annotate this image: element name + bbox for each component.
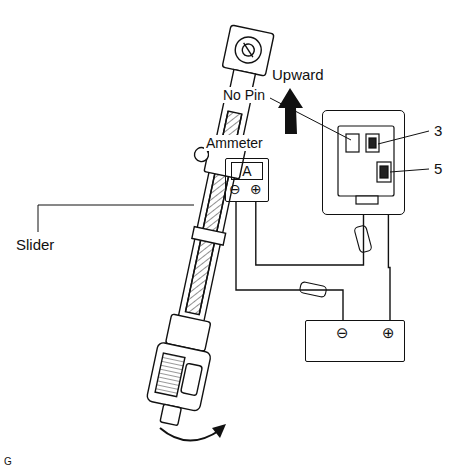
pin-number: 3 — [434, 122, 442, 139]
ammeter-symbol: A — [231, 162, 263, 180]
pin-number: 5 — [434, 160, 442, 177]
rotation-arrowhead — [212, 424, 226, 438]
rotation-arrow — [160, 428, 220, 441]
direction-label: Upward — [272, 66, 324, 83]
ammeter-label: Ammeter — [204, 135, 265, 151]
terminal-sign: ⊖ — [229, 181, 241, 197]
battery-box: ⊖⊕ — [305, 320, 405, 362]
terminal-sign: ⊖ — [336, 324, 349, 341]
figure-code: G — [4, 456, 12, 468]
connector-housing: No Pin — [322, 110, 405, 215]
connector-label: No Pin — [221, 87, 267, 103]
leader-line — [38, 205, 194, 232]
ammeter-box: AmmeterA⊖⊕ — [225, 158, 269, 202]
leader-line — [390, 169, 429, 172]
terminal-sign: ⊕ — [382, 324, 395, 341]
wire — [256, 202, 364, 265]
probe-clip — [299, 225, 372, 298]
upward-arrow — [278, 88, 303, 134]
wire — [236, 202, 343, 320]
part-label: Slider — [16, 236, 54, 253]
leader-line — [378, 131, 429, 144]
seat-slider — [139, 23, 280, 429]
leader-line — [270, 98, 351, 140]
terminal-sign: ⊕ — [250, 181, 262, 197]
wire — [388, 215, 390, 320]
